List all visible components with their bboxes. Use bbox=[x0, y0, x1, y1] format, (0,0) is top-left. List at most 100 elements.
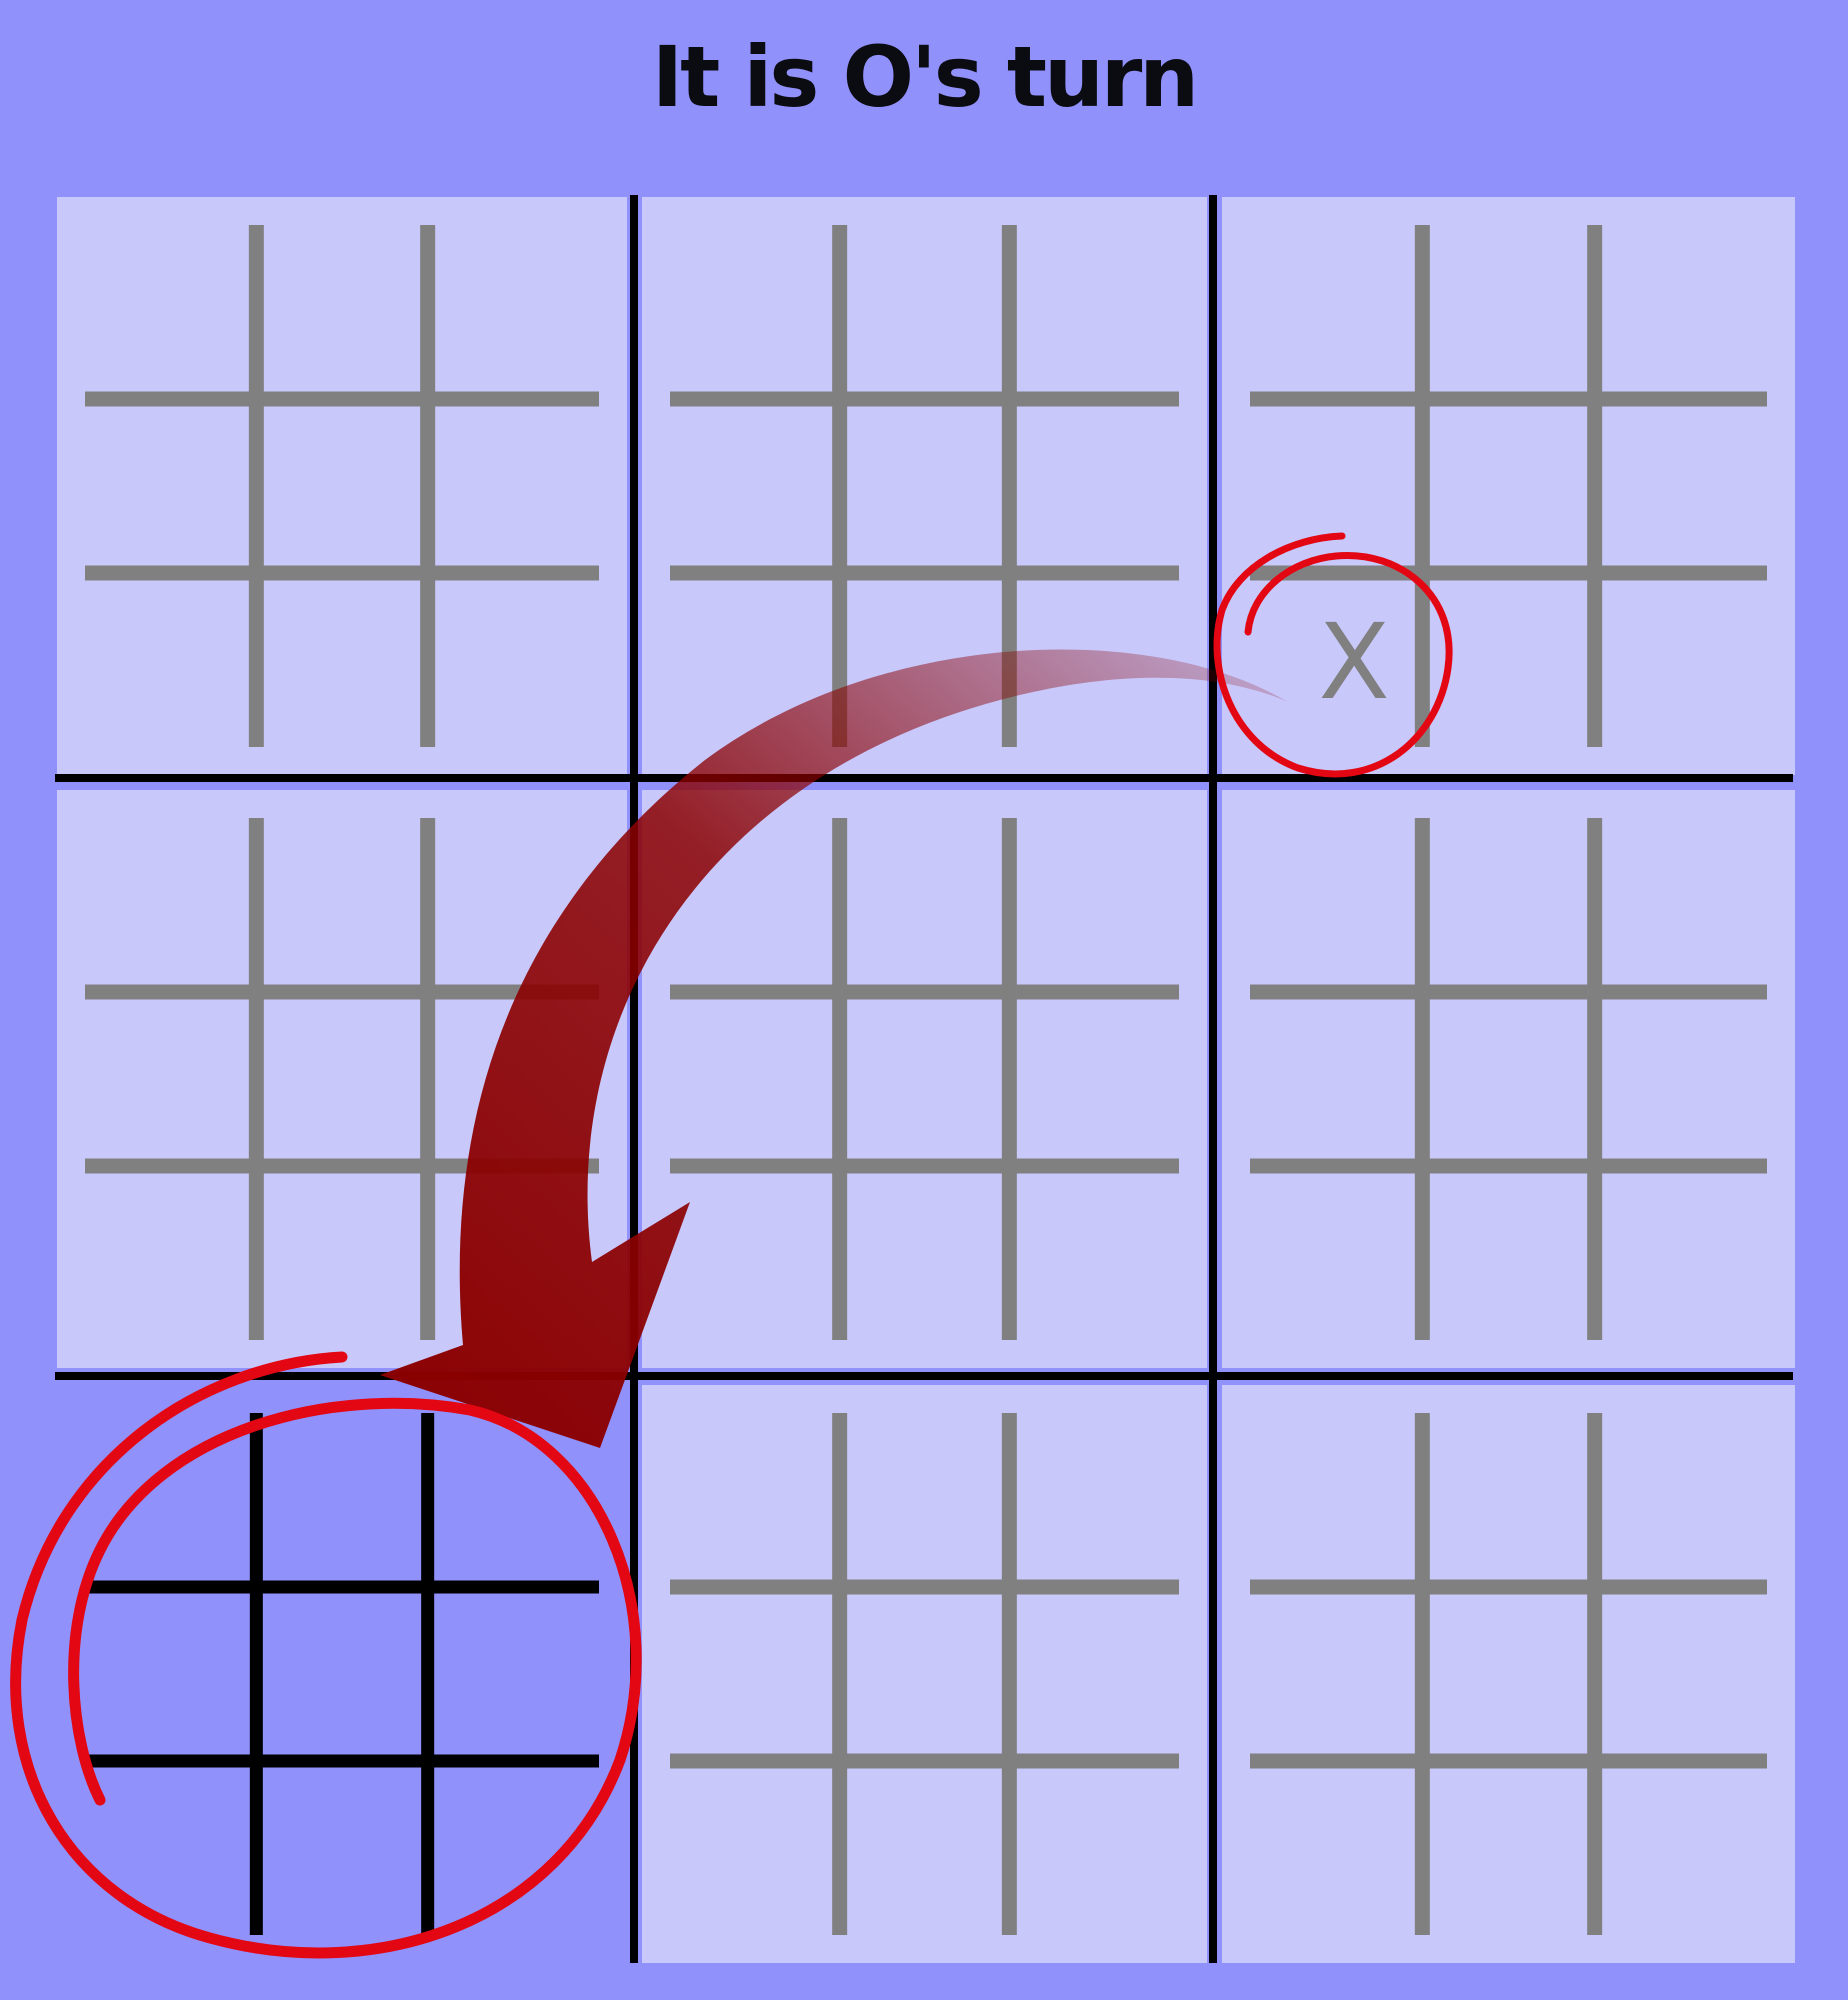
mini-board-cell[interactable] bbox=[1009, 1413, 1179, 1587]
mini-board-cell[interactable] bbox=[256, 573, 427, 747]
mini-board-cell[interactable] bbox=[670, 399, 840, 573]
mini-board-cell[interactable] bbox=[256, 1413, 427, 1587]
cell-hitbox[interactable] bbox=[85, 818, 256, 992]
cell-hitbox[interactable] bbox=[256, 992, 427, 1166]
cell-hitbox[interactable] bbox=[840, 225, 1010, 399]
cell-hitbox[interactable] bbox=[1595, 573, 1767, 747]
cell-hitbox[interactable] bbox=[1595, 818, 1767, 992]
mini-board-cell[interactable] bbox=[670, 225, 840, 399]
mini-board-cell[interactable] bbox=[670, 1587, 840, 1761]
mini-board-cell[interactable] bbox=[1250, 1761, 1422, 1935]
mini-board-cell[interactable] bbox=[1422, 1413, 1594, 1587]
mini-board-cell[interactable] bbox=[1595, 1761, 1767, 1935]
cell-hitbox[interactable] bbox=[256, 1166, 427, 1340]
cell-hitbox[interactable] bbox=[1595, 1761, 1767, 1935]
mini-board-cell[interactable] bbox=[840, 1413, 1010, 1587]
mini-board-cell[interactable] bbox=[1595, 225, 1767, 399]
cell-hitbox[interactable] bbox=[1422, 1413, 1594, 1587]
mini-board-cell[interactable] bbox=[1009, 399, 1179, 573]
mini-board-cell[interactable] bbox=[1595, 992, 1767, 1166]
mini-board-cell[interactable] bbox=[1250, 818, 1422, 992]
mini-board-8[interactable] bbox=[1222, 1385, 1795, 1963]
cell-hitbox[interactable] bbox=[1009, 1761, 1179, 1935]
mini-board-cell[interactable] bbox=[1250, 992, 1422, 1166]
mini-board-cell[interactable] bbox=[1595, 399, 1767, 573]
mini-board-cell[interactable] bbox=[840, 1761, 1010, 1935]
cell-hitbox[interactable] bbox=[256, 225, 427, 399]
cell-hitbox[interactable] bbox=[1595, 1166, 1767, 1340]
cell-hitbox[interactable] bbox=[670, 1587, 840, 1761]
cell-hitbox[interactable] bbox=[1595, 1587, 1767, 1761]
mini-board-cell[interactable] bbox=[840, 1166, 1010, 1340]
cell-hitbox[interactable] bbox=[1595, 992, 1767, 1166]
cell-hitbox[interactable] bbox=[1250, 399, 1422, 573]
mini-board-cell[interactable] bbox=[85, 225, 256, 399]
mini-board-4[interactable] bbox=[642, 790, 1207, 1368]
cell-hitbox[interactable] bbox=[428, 1587, 599, 1761]
cell-hitbox[interactable] bbox=[428, 573, 599, 747]
cell-hitbox[interactable] bbox=[85, 1761, 256, 1935]
mini-board-cell[interactable] bbox=[85, 1587, 256, 1761]
mini-board-6[interactable] bbox=[85, 1413, 599, 1935]
mini-board-cell[interactable] bbox=[1422, 1587, 1594, 1761]
mini-board-cell[interactable] bbox=[428, 399, 599, 573]
cell-hitbox[interactable] bbox=[840, 1166, 1010, 1340]
mini-board-cell[interactable] bbox=[1250, 1413, 1422, 1587]
cell-hitbox[interactable] bbox=[1250, 225, 1422, 399]
mini-board-cell[interactable] bbox=[1422, 1166, 1594, 1340]
mini-board-cell[interactable] bbox=[428, 1587, 599, 1761]
cell-hitbox[interactable] bbox=[1595, 399, 1767, 573]
mini-board-cell[interactable] bbox=[256, 1587, 427, 1761]
cell-hitbox[interactable] bbox=[840, 399, 1010, 573]
mini-board-cell[interactable] bbox=[670, 1166, 840, 1340]
mini-board-cell[interactable] bbox=[1595, 818, 1767, 992]
mini-board-cell[interactable] bbox=[840, 992, 1010, 1166]
cell-hitbox[interactable] bbox=[1009, 1166, 1179, 1340]
cell-hitbox[interactable] bbox=[1422, 1587, 1594, 1761]
mini-board-cell[interactable] bbox=[1595, 1166, 1767, 1340]
mini-board-cell[interactable] bbox=[428, 225, 599, 399]
mini-board-cell[interactable] bbox=[256, 818, 427, 992]
cell-hitbox[interactable] bbox=[1250, 1587, 1422, 1761]
mini-board-cell[interactable] bbox=[1422, 818, 1594, 992]
mini-board-cell[interactable] bbox=[670, 1413, 840, 1587]
mini-board-cell[interactable] bbox=[840, 1587, 1010, 1761]
cell-hitbox[interactable] bbox=[840, 1413, 1010, 1587]
mini-board-cell[interactable] bbox=[1009, 1761, 1179, 1935]
mini-board-cell[interactable] bbox=[1250, 399, 1422, 573]
mini-board-cell[interactable] bbox=[256, 1166, 427, 1340]
cell-hitbox[interactable] bbox=[85, 573, 256, 747]
cell-hitbox[interactable] bbox=[256, 1761, 427, 1935]
mini-board-cell[interactable] bbox=[1250, 225, 1422, 399]
cell-hitbox[interactable] bbox=[85, 1587, 256, 1761]
mini-board-cell[interactable] bbox=[670, 1761, 840, 1935]
cell-hitbox[interactable] bbox=[1009, 399, 1179, 573]
mini-board-cell[interactable] bbox=[1009, 1587, 1179, 1761]
cell-hitbox[interactable] bbox=[256, 1413, 427, 1587]
mini-board-cell[interactable] bbox=[840, 225, 1010, 399]
cell-hitbox[interactable] bbox=[840, 1587, 1010, 1761]
cell-hitbox[interactable] bbox=[1250, 992, 1422, 1166]
cell-hitbox[interactable] bbox=[1595, 1413, 1767, 1587]
cell-hitbox[interactable] bbox=[428, 225, 599, 399]
cell-hitbox[interactable] bbox=[670, 1413, 840, 1587]
mini-board-cell[interactable]: X bbox=[1250, 573, 1422, 747]
mini-board-cell[interactable] bbox=[1422, 225, 1594, 399]
cell-hitbox[interactable] bbox=[1009, 1413, 1179, 1587]
cell-hitbox[interactable] bbox=[670, 225, 840, 399]
mini-board-cell[interactable] bbox=[256, 399, 427, 573]
cell-hitbox[interactable] bbox=[256, 399, 427, 573]
cell-hitbox[interactable] bbox=[1250, 1761, 1422, 1935]
mini-board-cell[interactable] bbox=[85, 818, 256, 992]
cell-hitbox[interactable] bbox=[670, 1761, 840, 1935]
cell-hitbox[interactable] bbox=[1422, 399, 1594, 573]
mini-board-cell[interactable] bbox=[85, 992, 256, 1166]
mini-board-5[interactable] bbox=[1222, 790, 1795, 1368]
cell-hitbox[interactable] bbox=[1250, 818, 1422, 992]
mini-board-cell[interactable] bbox=[428, 573, 599, 747]
mini-board-cell[interactable] bbox=[1422, 399, 1594, 573]
mini-board-cell[interactable] bbox=[1422, 1761, 1594, 1935]
cell-hitbox[interactable] bbox=[1422, 992, 1594, 1166]
cell-hitbox[interactable] bbox=[1422, 1761, 1594, 1935]
cell-hitbox[interactable] bbox=[1422, 1166, 1594, 1340]
